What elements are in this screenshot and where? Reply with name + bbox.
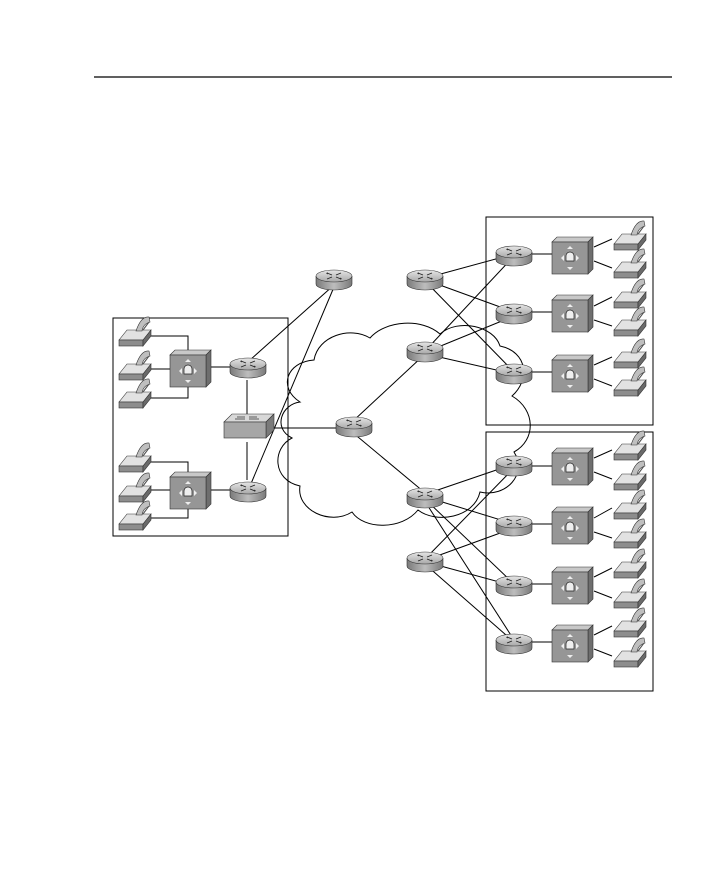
router-icon [406, 269, 444, 291]
router-icon [229, 357, 267, 379]
router-icon [315, 269, 353, 291]
phone-icon [118, 350, 152, 381]
pbx-icon [169, 349, 212, 388]
phone-icon [118, 316, 152, 347]
lower-right-site-box [485, 431, 654, 692]
phone-icon [118, 442, 152, 473]
phone-icon [613, 338, 647, 369]
phone-icon [613, 518, 647, 549]
router-icon [335, 416, 373, 438]
pbx-icon [551, 294, 594, 333]
switch-icon [223, 413, 275, 439]
core-wires [249, 284, 425, 493]
phone-icon [118, 378, 152, 409]
phone-icon [613, 248, 647, 279]
router-icon [495, 575, 533, 597]
pbx-icon [551, 506, 594, 545]
router-icon [495, 303, 533, 325]
phone-icon [613, 430, 647, 461]
phone-icon [613, 548, 647, 579]
router-icon [495, 633, 533, 655]
router-icon [406, 551, 444, 573]
router-icon [229, 481, 267, 503]
pbx-icon [551, 236, 594, 275]
pbx-icon [551, 566, 594, 605]
phone-icon [613, 578, 647, 609]
router-icon [495, 245, 533, 267]
pbx-icon [551, 447, 594, 486]
phone-icon [613, 306, 647, 337]
phone-icon [613, 220, 647, 251]
phone-icon [118, 472, 152, 503]
phone-icon [613, 489, 647, 520]
router-icon [495, 455, 533, 477]
router-icon [495, 515, 533, 537]
phone-icon [118, 500, 152, 531]
phone-icon [613, 278, 647, 309]
pbx-icon [169, 471, 212, 510]
left-site-box [112, 317, 289, 537]
phone-icon [613, 460, 647, 491]
router-icon [495, 363, 533, 385]
phone-icon [613, 607, 647, 638]
pbx-icon [551, 624, 594, 663]
wan-cloud [277, 322, 531, 526]
router-icon [406, 487, 444, 509]
phone-icon [613, 366, 647, 397]
upper-right-site-box [485, 216, 654, 426]
phone-icon [613, 637, 647, 668]
pbx-icon [551, 354, 594, 393]
router-icon [406, 341, 444, 363]
